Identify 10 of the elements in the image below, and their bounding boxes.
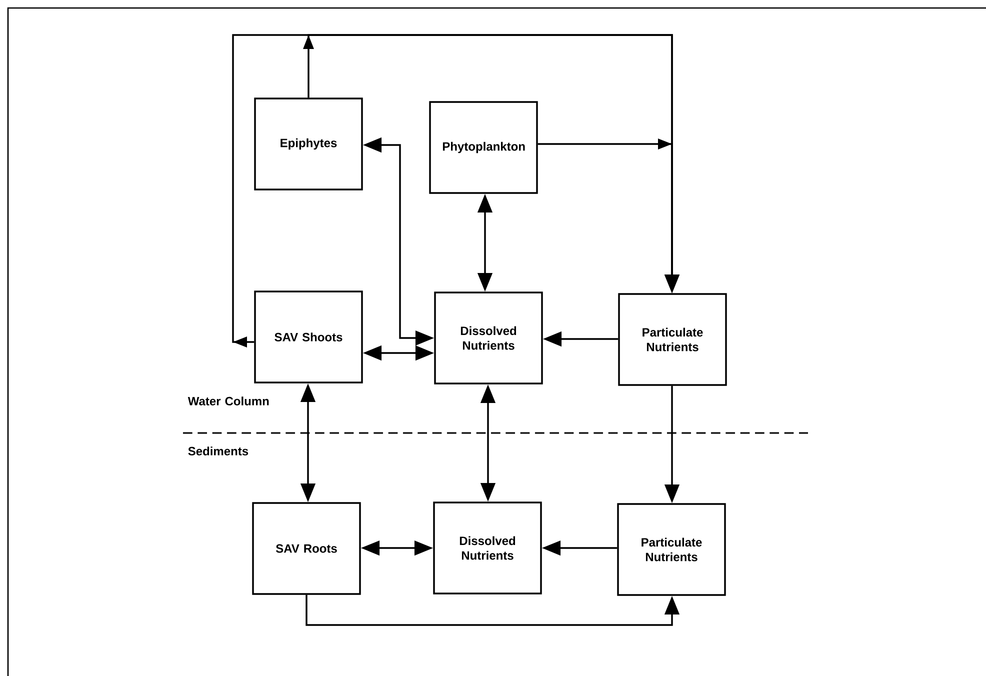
process-box: SAV Shoots (254, 290, 363, 384)
zone-label: Water Column (188, 396, 269, 406)
process-box: Phytoplankton (429, 101, 538, 194)
process-box: Particulate Nutrients (617, 503, 726, 596)
zone-label: Sediments (188, 446, 248, 456)
process-box: Dissolved Nutrients (433, 502, 542, 594)
process-box: Epiphytes (254, 98, 363, 190)
process-box: Dissolved Nutrients (434, 292, 543, 384)
process-box: Particulate Nutrients (618, 293, 727, 386)
process-box: SAV Roots (252, 502, 361, 595)
